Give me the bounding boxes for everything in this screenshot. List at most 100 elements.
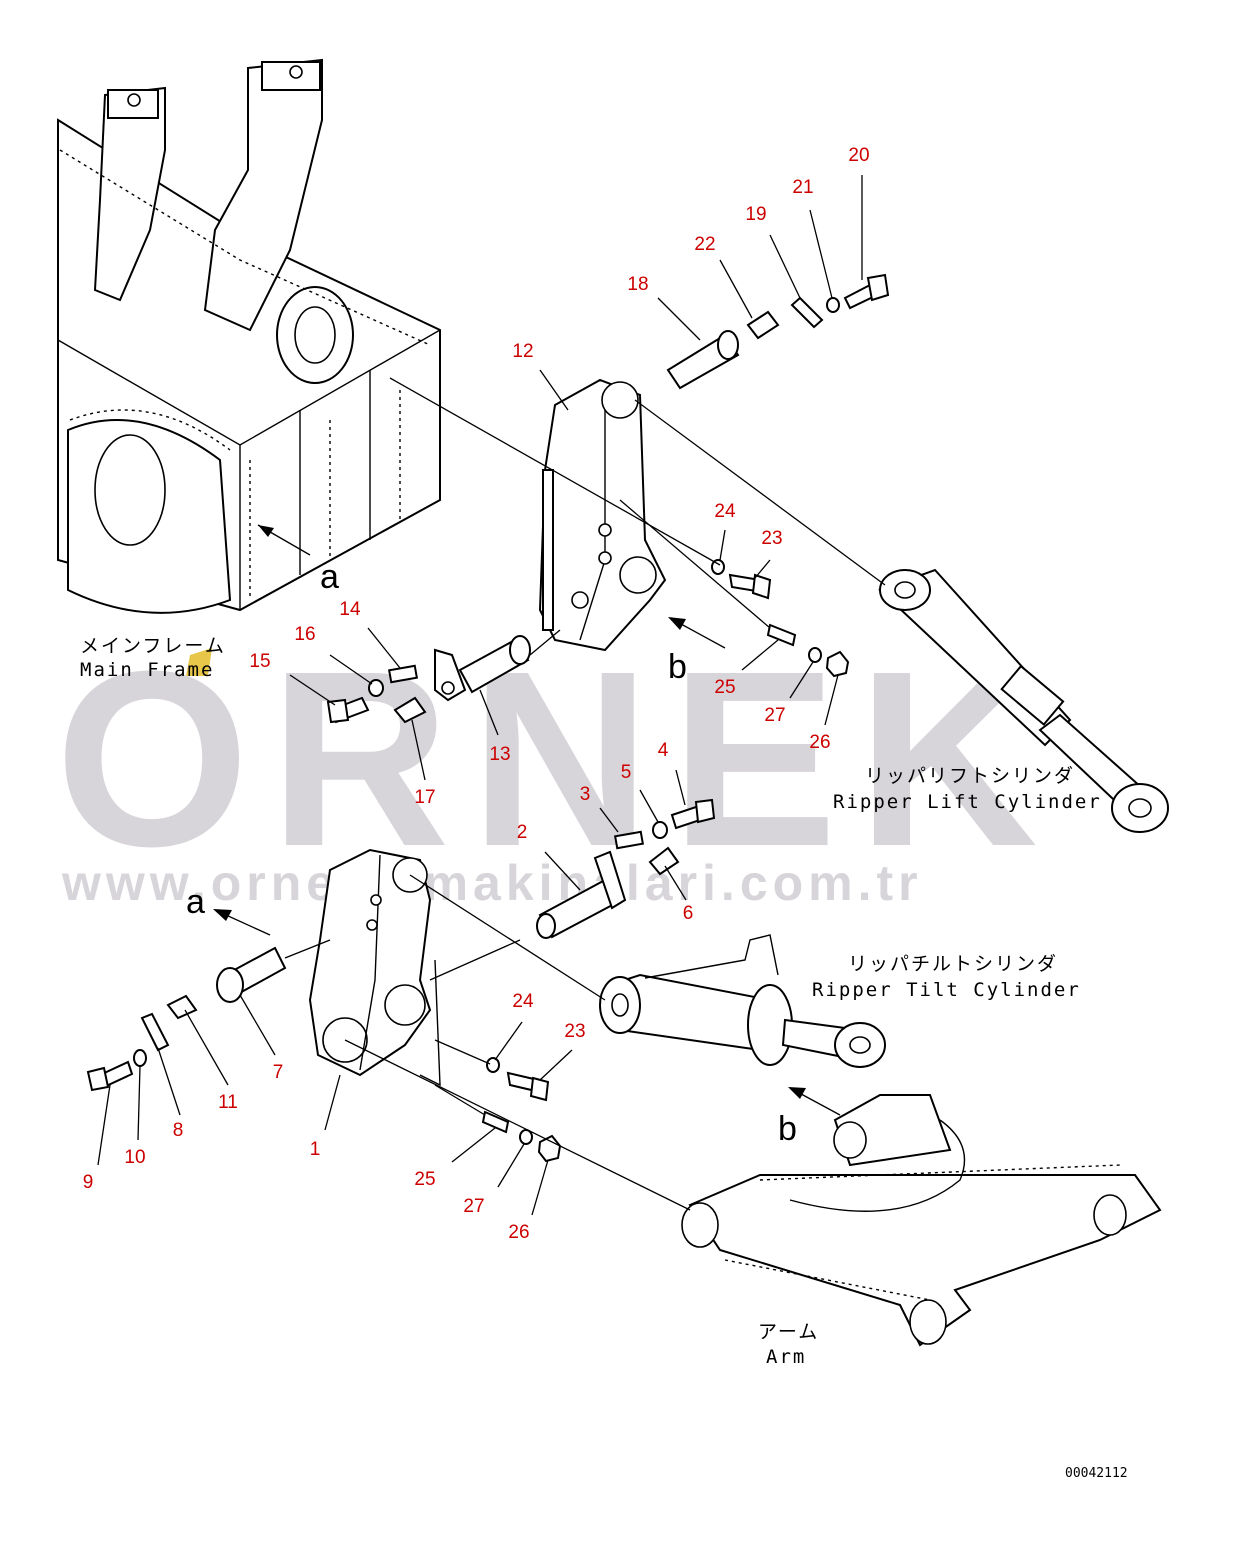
lock-plate-14 — [387, 664, 419, 684]
callout-15: 15 — [249, 651, 270, 672]
bracket-12-hole-3 — [571, 591, 589, 609]
leader-24b — [494, 1021, 523, 1061]
pin-18-head — [717, 330, 739, 360]
tilt-cylinder-head-bore — [611, 993, 629, 1017]
lift-cylinder-head-bore — [894, 581, 916, 599]
callout-12: 12 — [512, 341, 533, 362]
nut-26-lower — [537, 1134, 562, 1163]
leader-9 — [97, 1084, 111, 1166]
arm-bore-bottom — [909, 1299, 947, 1345]
callout-26-upper: 26 — [809, 732, 830, 753]
bolt-23-upper-head — [751, 573, 772, 600]
pin-18-assembly — [666, 273, 890, 390]
label-ripper-lift-jp: リッパリフトシリンダ — [865, 765, 1075, 787]
watermark-accent-mark — [186, 648, 212, 676]
bracket-12-hole-1 — [598, 523, 612, 537]
grease-fitting-22 — [746, 310, 780, 340]
leader-27b — [497, 1143, 525, 1188]
washer-27-lower — [519, 1129, 533, 1145]
pin-13-lock-hole — [441, 681, 455, 695]
center-line-bracket-tilt — [409, 874, 606, 1001]
callout-10: 10 — [124, 1147, 145, 1168]
stud-25-upper — [766, 623, 797, 647]
center-line-bracket-stud — [619, 499, 771, 629]
bracket-12-bottom-bore — [619, 556, 657, 594]
bolt-15-head — [326, 698, 350, 724]
washer-21 — [826, 297, 840, 313]
watermark-brand: ORNEK — [55, 619, 1058, 898]
callout-7: 7 — [273, 1062, 284, 1083]
leader-18 — [657, 297, 701, 341]
stud-25-lower — [481, 1110, 510, 1134]
frame-bracket-left-hole — [127, 93, 141, 107]
callout-16: 16 — [294, 624, 315, 645]
frame-bracket-right-hole — [289, 65, 303, 79]
leader-27a — [789, 661, 814, 699]
bracket-12-hole-2 — [598, 551, 612, 565]
callout-24-upper: 24 — [714, 501, 736, 522]
leader-1 — [324, 1074, 341, 1131]
view-a-lower-arrow-head — [213, 909, 232, 921]
leader-25b — [451, 1127, 496, 1163]
center-line-pin13 — [529, 629, 561, 656]
callout-27-lower: 27 — [463, 1196, 484, 1217]
leader-11 — [184, 1009, 229, 1086]
upper-bolt-set — [711, 559, 850, 678]
drawing-number: 00042112 — [1065, 1466, 1128, 1481]
bracket-12-top-bore — [601, 381, 639, 419]
lower-bolt-set — [481, 1057, 562, 1163]
leader-19 — [769, 234, 801, 299]
view-b-upper-arrow-head — [668, 617, 686, 630]
leader-13 — [479, 689, 499, 736]
label-ripper-tilt-jp: リッパチルトシリンダ — [848, 953, 1058, 975]
center-line-pin2 — [429, 939, 521, 981]
tilt-cylinder-hydraulic-line — [644, 934, 779, 979]
callout-11: 11 — [218, 1092, 238, 1113]
leader-26a — [824, 674, 839, 726]
frame-bolt-row-1 — [69, 409, 231, 451]
tilt-cylinder-rod-bore — [849, 1036, 871, 1054]
assembly-center-lines — [284, 377, 886, 1211]
callout-4: 4 — [658, 740, 669, 761]
callout-24-lower: 24 — [512, 991, 534, 1012]
bolt-9-head — [86, 1066, 110, 1092]
callout-19: 19 — [745, 204, 766, 225]
main-frame-drawing — [57, 58, 441, 614]
callout-8: 8 — [173, 1120, 184, 1141]
grease-fitting-11 — [166, 994, 198, 1020]
callout-5: 5 — [621, 762, 632, 783]
callout-23-upper: 23 — [761, 528, 782, 549]
bracket-1-plate-edge — [419, 959, 441, 1087]
leader-26b — [531, 1159, 549, 1216]
callout-numbers: 1 2 3 4 5 6 7 8 9 10 11 12 13 14 15 16 1… — [83, 145, 870, 1243]
callout-3: 3 — [580, 784, 591, 805]
callout-26-lower: 26 — [508, 1222, 529, 1243]
view-a-frame-arrow-head — [258, 525, 274, 537]
pin-13-end — [509, 635, 531, 665]
center-line-stud25 — [434, 1084, 486, 1116]
leader-2 — [544, 851, 581, 891]
center-line-bracket-arm — [344, 1039, 691, 1211]
bolt-20-head — [866, 273, 890, 302]
label-arm-jp: アーム — [758, 1321, 819, 1343]
leader-22 — [719, 259, 753, 319]
leader-5 — [639, 789, 659, 823]
pin-7-head — [216, 967, 244, 1003]
leader-25a — [741, 639, 779, 671]
callout-25-upper: 25 — [714, 677, 735, 698]
leader-10 — [137, 1065, 141, 1141]
center-line-pin7 — [284, 939, 331, 959]
callout-6: 6 — [683, 903, 694, 924]
callout-9: 9 — [83, 1172, 94, 1193]
lock-plate-3 — [613, 830, 645, 850]
view-b-lower-arrow-head — [788, 1087, 806, 1099]
frame-bracket-right — [203, 58, 323, 332]
callout-2: 2 — [517, 822, 528, 843]
view-letter-b-upper: b — [668, 648, 687, 686]
washer-10 — [133, 1049, 147, 1067]
callout-13: 13 — [489, 744, 510, 765]
washer-5 — [652, 821, 668, 839]
ripper-tilt-cylinder — [599, 934, 886, 1116]
label-arm-en: Arm — [766, 1346, 806, 1368]
pin-13-assembly — [326, 635, 531, 724]
